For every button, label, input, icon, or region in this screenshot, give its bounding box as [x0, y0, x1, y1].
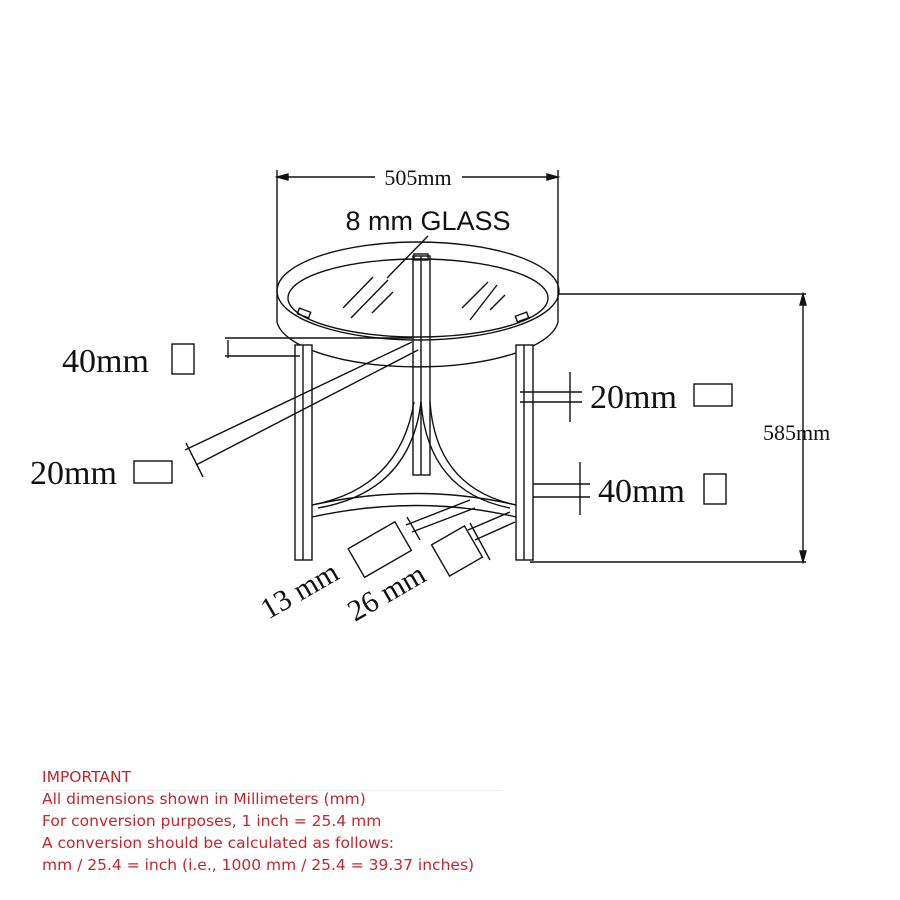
glass-label: 8 mm GLASS [345, 206, 510, 236]
glass-hatch-icon [342, 276, 506, 321]
bottom-ring-dimensions: 13 mm 26 mm [255, 499, 516, 628]
checkbox-icon [171, 343, 195, 375]
bottom-ring-label-b: 26 mm [342, 557, 431, 628]
notes-title: IMPORTANT [42, 768, 132, 786]
top-thickness-dimension: 40mm [62, 337, 412, 380]
checkbox-icon [703, 473, 727, 505]
leg-depth-label: 40mm [598, 473, 685, 510]
checkbox-icon [133, 460, 173, 484]
notes-line: mm / 25.4 = inch (i.e., 1000 mm / 25.4 =… [42, 856, 475, 874]
back-leg [412, 255, 431, 476]
top-thickness-label: 40mm [62, 343, 149, 380]
top-width-label: 20mm [30, 455, 117, 492]
notes-line: All dimensions shown in Millimeters (mm) [42, 790, 366, 808]
notes-line: For conversion purposes, 1 inch = 25.4 m… [42, 812, 382, 830]
bottom-frame [311, 401, 517, 518]
glass-leader [386, 235, 429, 279]
width-dimension: 505mm [274, 165, 561, 292]
top-ring [276, 241, 560, 368]
checkbox-icon [693, 383, 733, 407]
leg-depth-dimension: 40mm [533, 462, 727, 515]
notes-line: A conversion should be calculated as fol… [42, 834, 395, 852]
important-notes: IMPORTANT All dimensions shown in Millim… [42, 766, 474, 876]
height-dimension: 585mm [530, 291, 830, 565]
leg-width-dimension: 20mm [520, 372, 733, 422]
checkbox-icon [430, 524, 484, 578]
width-label: 505mm [384, 165, 451, 190]
height-label: 585mm [763, 420, 830, 445]
bottom-ring-label-a: 13 mm [255, 555, 344, 626]
leg-width-label: 20mm [590, 379, 677, 416]
top-width-dimension: 20mm [30, 341, 419, 492]
divider [42, 790, 502, 791]
checkbox-icon [347, 520, 413, 579]
